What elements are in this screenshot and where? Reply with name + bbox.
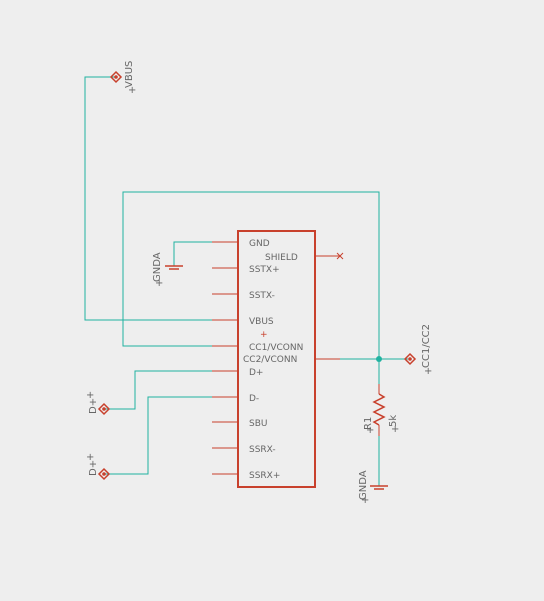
junction-dot: [376, 356, 382, 362]
ground-bottom-label: GNDA: [358, 470, 369, 500]
ground-top-icon: [165, 265, 183, 270]
port-d-plus-2-label: D+: [88, 460, 99, 476]
wire-vbus[interactable]: [84, 76, 238, 321]
svg-text:+: +: [391, 424, 399, 435]
ground-top-label: GNDA: [152, 252, 163, 282]
usb-c-connector[interactable]: GND SHIELD SSTX+ SSTX- VBUS + CC1/VCONN …: [212, 230, 344, 488]
svg-text:+: +: [86, 390, 94, 401]
port-cc[interactable]: CC1/CC2 +: [403, 324, 432, 377]
no-connect-mark: [336, 252, 344, 260]
svg-text:+: +: [366, 425, 374, 436]
pin-label-cc1: CC1/VCONN: [249, 343, 303, 353]
pin-label-d-neg: D-: [249, 394, 259, 404]
resistor-r1[interactable]: R1 + 5k +: [363, 384, 399, 436]
pin-label-ssrx-pos: SSRX+: [249, 471, 280, 481]
wire-cc1-loop[interactable]: [122, 191, 380, 359]
ground-symbol-top[interactable]: GNDA +: [152, 252, 183, 289]
pin-label-sbu: SBU: [249, 419, 267, 429]
svg-text:+: +: [128, 85, 136, 96]
wire-d-plus-1[interactable]: [104, 370, 238, 410]
port-d-plus-1[interactable]: D+ +: [86, 390, 111, 416]
wire-d-minus[interactable]: [104, 396, 238, 475]
resistor-name-label: R1: [363, 417, 374, 430]
ground-bottom-icon: [370, 485, 388, 490]
ground-symbol-bottom[interactable]: GNDA +: [358, 470, 388, 506]
pin-label-gnd: GND: [249, 239, 270, 249]
port-d-plus-1-diamond-icon: [97, 402, 111, 416]
pin-label-ssrx-neg: SSRX-: [249, 445, 276, 455]
port-cc-label: CC1/CC2: [421, 324, 432, 368]
port-vbus[interactable]: VBUS +: [109, 61, 136, 96]
port-d-plus-1-label: D+: [88, 398, 99, 414]
port-vbus-label: VBUS: [124, 61, 135, 88]
pin-label-cc2: CC2/VCONN: [243, 355, 297, 365]
port-d-plus-2-diamond-icon: [97, 467, 111, 481]
pin-label-sstx-pos: SSTX+: [249, 265, 280, 275]
port-d-plus-2[interactable]: D+ +: [86, 452, 111, 481]
port-cc-diamond-icon: [403, 352, 417, 366]
svg-text:+: +: [361, 495, 369, 506]
svg-text:+: +: [86, 452, 94, 463]
port-vbus-diamond-icon: [109, 70, 123, 84]
resistor-zigzag-icon: [372, 393, 386, 426]
connector-pin-stubs: [212, 241, 340, 475]
origin-marker: +: [260, 330, 268, 340]
pin-label-sstx-neg: SSTX-: [249, 291, 275, 301]
resistor-value-label: 5k: [388, 415, 399, 427]
wire-gnd-top[interactable]: [173, 241, 212, 266]
svg-text:+: +: [155, 278, 163, 289]
wires: [84, 76, 408, 486]
pin-label-shield: SHIELD: [265, 253, 298, 263]
svg-text:+: +: [424, 366, 432, 377]
pin-label-vbus: VBUS: [249, 317, 274, 327]
pin-label-d-pos: D+: [249, 368, 263, 378]
